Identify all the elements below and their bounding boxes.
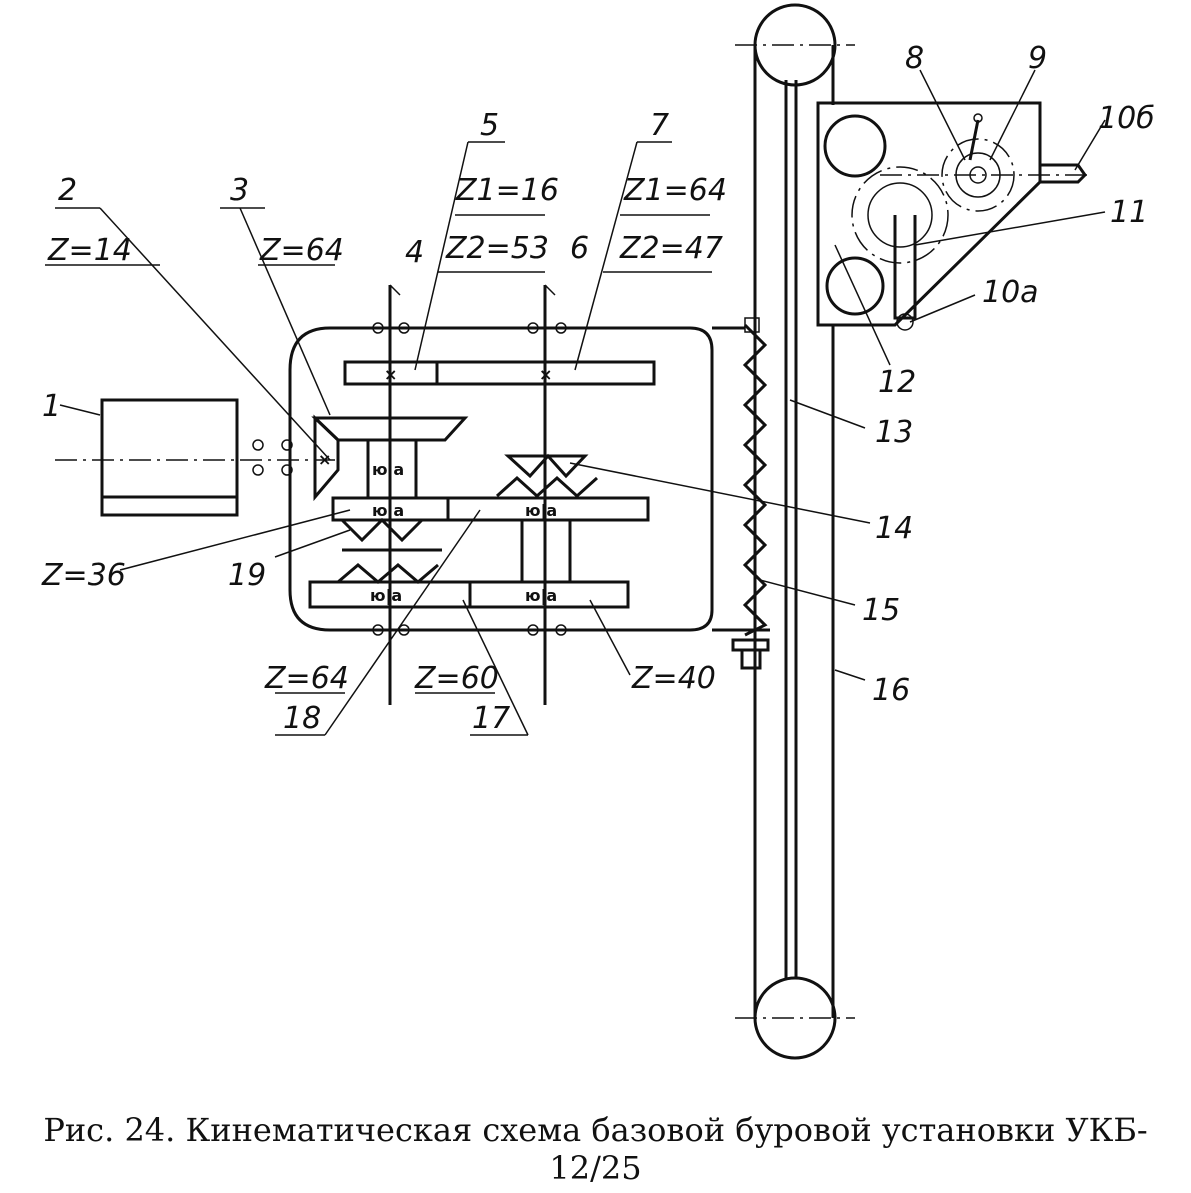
kinematic-diagram: × × × ю|а ю|а ю|а ю|а ю|а xyxy=(41,3,1155,1060)
callout-7: 7 xyxy=(650,108,669,143)
teeth-z40: Z=40 xyxy=(631,661,716,696)
callout-6: 6 xyxy=(570,231,589,266)
callout-16: 16 xyxy=(872,673,910,708)
callout-3: 3 xyxy=(230,173,249,208)
figure-caption-line2: 12/25 xyxy=(549,1149,642,1187)
clutch-19-teeth xyxy=(340,517,424,543)
figure-caption-line1: Рис. 24. Кинематическая схема базовой бу… xyxy=(43,1111,1148,1149)
spline-mark-z40: ю|а xyxy=(525,586,557,606)
teeth-z64-lower: Z=64 xyxy=(264,661,349,696)
gear-7 xyxy=(435,360,656,386)
callout-14: 14 xyxy=(875,511,913,546)
teeth-z64-bevel: Z=64 xyxy=(259,233,344,268)
clutch-17-teeth xyxy=(337,563,439,584)
teeth-gear5-z1: Z1=16 xyxy=(455,173,559,208)
spline-mark-upper: ю|а xyxy=(372,460,404,480)
fixed-mark-5: × xyxy=(384,365,397,384)
winch-drum-12 xyxy=(851,166,949,264)
winch-roller-bottom xyxy=(825,256,885,316)
top-bearings xyxy=(252,322,567,636)
callout-19: 19 xyxy=(228,558,266,593)
clutch-14-lower xyxy=(495,475,599,499)
handle-10b xyxy=(1040,163,1087,184)
gear-z40 xyxy=(468,580,630,609)
callout-11: 11 xyxy=(1110,195,1148,230)
winch-gear-9 xyxy=(941,138,1015,212)
teeth-gear7-z2: Z2=47 xyxy=(619,231,723,266)
callout-17: 17 xyxy=(472,701,510,736)
callout-1: 1 xyxy=(42,389,61,424)
callout-5: 5 xyxy=(480,108,499,143)
clutch-14-upper xyxy=(504,453,589,479)
callout-15: 15 xyxy=(862,593,900,628)
teeth-z36: Z=36 xyxy=(41,558,126,593)
teeth-gear7-z1: Z1=64 xyxy=(623,173,727,208)
winch-frame xyxy=(816,101,1042,327)
lever-11 xyxy=(893,215,917,320)
spline-mark-z36: ю|а xyxy=(372,501,404,521)
bevel-gear-2 xyxy=(313,414,340,502)
chain-15 xyxy=(742,323,768,637)
teeth-gear5-z2: Z2=53 xyxy=(445,231,549,266)
callout-9: 9 xyxy=(1028,41,1047,76)
motor-block xyxy=(55,398,335,517)
spline-mark-18: ю|а xyxy=(525,501,557,521)
teeth-z60: Z=60 xyxy=(414,661,499,696)
fixed-mark-7: × xyxy=(539,365,552,384)
callout-10a: 10а xyxy=(982,275,1039,310)
callout-12: 12 xyxy=(878,365,916,400)
chuck-stop xyxy=(731,638,770,670)
callout-10b: 10б xyxy=(1098,101,1155,136)
winch-roller-top xyxy=(823,114,887,178)
fixed-mark-2: × xyxy=(318,450,331,469)
gearbox-housing xyxy=(288,326,714,632)
callout-18: 18 xyxy=(283,701,321,736)
callout-8: 8 xyxy=(905,41,924,76)
callout-2: 2 xyxy=(58,173,77,208)
teeth-z14: Z=14 xyxy=(47,233,132,268)
callout-4: 4 xyxy=(405,235,424,270)
spline-mark-z64: ю|а xyxy=(370,586,402,606)
lever-8 xyxy=(968,119,980,161)
callout-13: 13 xyxy=(875,415,913,450)
leader-lines xyxy=(45,69,1106,736)
